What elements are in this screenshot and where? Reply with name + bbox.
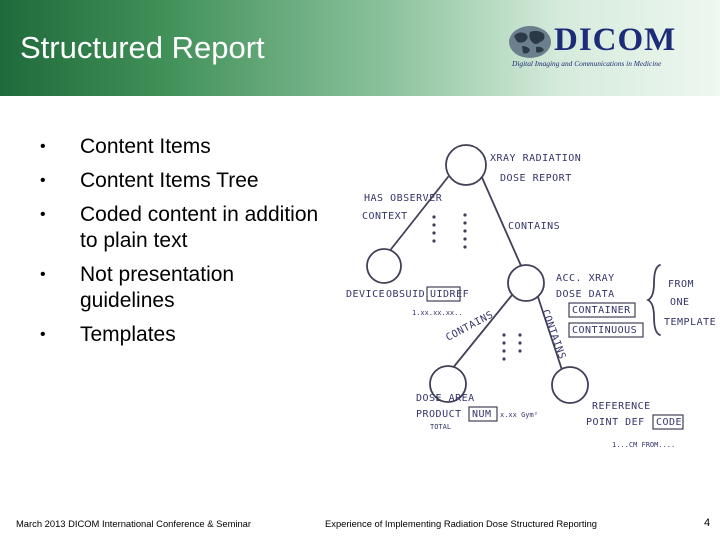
logo-tagline: Digital Imaging and Communications in Me… (512, 59, 661, 68)
bullet-text: Coded content in addition to plain text (80, 203, 318, 252)
bullet-dot: • (40, 202, 46, 228)
footer-talk-title: Experience of Implementing Radiation Dos… (325, 518, 597, 529)
bullet-dot: • (40, 262, 46, 288)
label-from-3: TEMPLATE (664, 317, 715, 328)
bullet-item: • Not presentation guidelines (40, 262, 330, 314)
label-dose-value: x.xx Gym² (500, 411, 538, 419)
globe-icon (508, 24, 552, 60)
node-root (446, 145, 486, 185)
label-ref-code: CODE (656, 417, 682, 428)
label-root-1: XRAY RADIATION (490, 153, 581, 164)
bullet-list: • Content Items • Content Items Tree • Code… (40, 134, 330, 356)
label-acc-continuous: CONTINUOUS (572, 325, 637, 336)
label-ref-2: POINT DEF (586, 417, 645, 428)
label-from-2: ONE (670, 297, 690, 308)
template-brace (648, 265, 660, 335)
label-dose-area-3: TOTAL (430, 423, 451, 431)
bullet-item: • Templates (40, 322, 330, 348)
label-device-1: DEVICE (346, 289, 385, 300)
bullet-dot: • (40, 134, 46, 160)
page-number: 4 (704, 517, 710, 529)
bullet-text: Templates (80, 323, 176, 346)
label-has-observer-2: CONTEXT (362, 211, 408, 222)
bullet-item: • Content Items Tree (40, 168, 330, 194)
label-ref-value: 1...CM FROM.... (612, 441, 675, 449)
bullet-item: • Coded content in addition to plain text (40, 202, 330, 254)
label-dose-area-1: DOSE AREA (416, 393, 475, 404)
bullet-text: Not presentation guidelines (80, 263, 234, 312)
bullet-item: • Content Items (40, 134, 330, 160)
node-device (367, 249, 401, 283)
footer-conference: March 2013 DICOM International Conferenc… (16, 518, 251, 529)
slide-title: Structured Report (20, 30, 265, 66)
label-acc-container: CONTAINER (572, 305, 631, 316)
label-contains-right: CONTAINS (539, 308, 567, 361)
label-contains-top: CONTAINS (508, 221, 560, 232)
content-tree-diagram: XRAY RADIATION DOSE REPORT HAS OBSERVER … (340, 135, 715, 465)
bullet-dot: • (40, 322, 46, 348)
bullet-text: Content Items (80, 135, 211, 158)
label-dose-num: NUM (472, 409, 492, 420)
label-has-observer-1: HAS OBSERVER (364, 193, 443, 204)
dicom-logo: DICOM Digital Imaging and Communications… (508, 22, 708, 72)
node-acc (508, 265, 544, 301)
node-reference (552, 367, 588, 403)
bullet-text: Content Items Tree (80, 169, 259, 192)
label-from-1: FROM (668, 279, 694, 290)
logo-wordmark: DICOM (554, 22, 676, 59)
label-acc-2: DOSE DATA (556, 289, 615, 300)
label-dose-area-2: PRODUCT (416, 409, 462, 420)
label-device-2: OBSUID (386, 289, 425, 300)
slide-header: Structured Report DICOM Digital Imaging … (0, 0, 720, 96)
label-device-code: UIDREF (430, 289, 469, 300)
label-acc-1: ACC. XRAY (556, 273, 615, 284)
label-device-value: 1.xx.xx.xx.. (412, 309, 463, 317)
label-root-2: DOSE REPORT (500, 173, 572, 184)
bullet-dot: • (40, 168, 46, 194)
label-ref-1: REFERENCE (592, 401, 651, 412)
